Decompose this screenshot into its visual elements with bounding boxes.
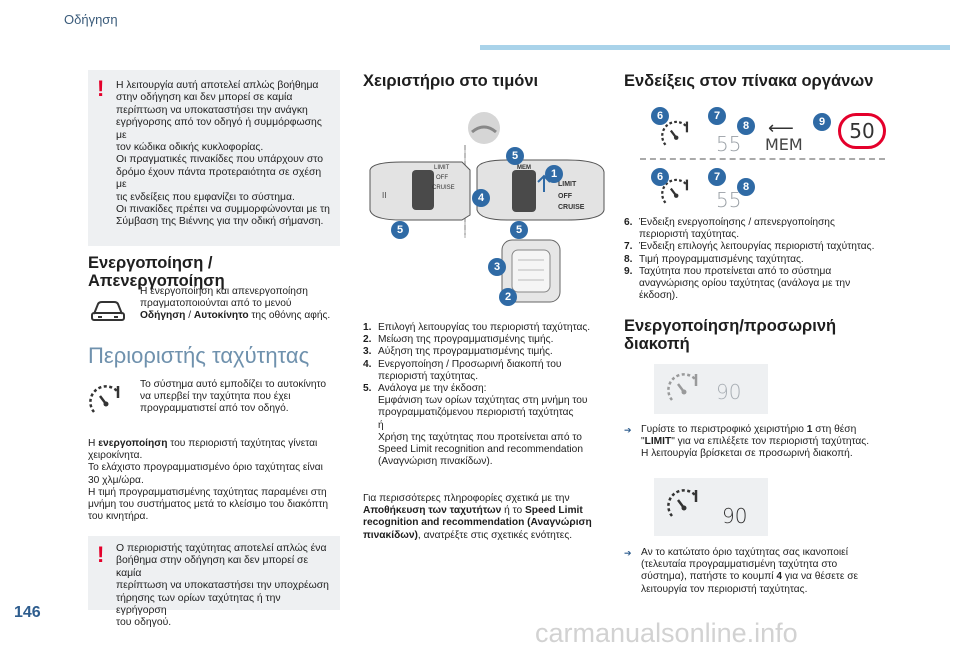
list-item: 7.Ένδειξη επιλογής λειτουργίας περιοριστ… xyxy=(624,241,875,253)
warning-box-limiter: ! Ο περιοριστής ταχύτητας αποτελεί απλώς… xyxy=(88,536,340,628)
limiter-body: Η ενεργοποίηση του περιοριστή ταχύτητας … xyxy=(88,438,329,523)
header-bar xyxy=(480,45,950,50)
warning-line: Οι πινακίδες πρέπει να συμμορφώνονται με… xyxy=(116,204,330,216)
list-item: 8.Τιμή προγραμματισμένης ταχύτητας. xyxy=(624,253,804,265)
pause-heading: Ενεργοποίηση/προσωρινή διακοπή xyxy=(624,317,837,353)
callout-8: 8 xyxy=(737,178,755,196)
callout-9: 9 xyxy=(813,113,831,131)
car-settings-icon xyxy=(91,301,125,321)
bullet-arrow-icon: ➔ xyxy=(624,425,632,435)
dashboard-screen-active: 90 xyxy=(654,478,768,536)
section-header: Οδήγηση xyxy=(64,12,118,27)
mem-label: MEM xyxy=(765,135,803,154)
speed-sign: 50 xyxy=(838,113,886,149)
callout-3: 3 xyxy=(488,258,506,276)
step-2-text: Αν το κατώτατο όριο ταχύτητας σας ικανοπ… xyxy=(641,547,859,595)
warning-line: στην οδήγηση και δεν μπορεί σε καμία xyxy=(116,92,293,104)
programmed-speed: 55 xyxy=(716,132,742,156)
switch-label-off: OFF xyxy=(558,193,573,200)
callout-4: 4 xyxy=(472,189,490,207)
callout-5-top: 5 xyxy=(506,147,524,165)
speed-limiter-icon xyxy=(661,120,689,146)
callout-7: 7 xyxy=(708,168,726,186)
warning-line: Οι πραγματικές πινακίδες που υπάρχουν στ… xyxy=(116,154,324,166)
dashboard-screen-paused: 90 xyxy=(654,364,768,414)
activation-text: Η ενεργοποίηση και απενεργοποίηση πραγμα… xyxy=(140,286,331,322)
warning-line: εγρήγορσης από τον οδηγό ή συμμόρφωσης μ… xyxy=(116,117,322,141)
steering-control-illustration: II LIMIT OFF CRUISE MEM LIMIT OFF CRUISE xyxy=(369,112,605,303)
bullet-arrow-icon: ➔ xyxy=(624,548,632,558)
warning-box-assist: ! Η λειτουργία αυτή αποτελεί απλώς βοήθη… xyxy=(88,70,340,246)
switch-label-limit-left: LIMIT xyxy=(434,165,450,171)
list-item: 1.Επιλογή λειτουργίας του περιοριστή ταχ… xyxy=(363,322,591,333)
indicator-legend-list: 6.Ένδειξη ενεργοποίησης / απενεργοποίηση… xyxy=(624,217,886,302)
menu-vehicle: Αυτοκίνητο xyxy=(193,310,249,322)
warning-line: περίπτωση να υποκαταστήσει την ανάγκη xyxy=(116,104,308,116)
switch-label-cruise-left: CRUISE xyxy=(432,185,455,191)
list-item: 3.Αύξηση της προγραμματισμένης τιμής. xyxy=(363,346,553,358)
svg-text:II: II xyxy=(382,191,386,200)
activation-heading: Ενεργοποίηση / Απενεργοποίηση xyxy=(88,254,225,290)
switch-label-cruise: CRUISE xyxy=(558,204,585,211)
warning-line: Σύμβαση της Βιέννης για την οδική σήμανσ… xyxy=(116,216,324,228)
callout-5-right: 5 xyxy=(510,221,528,239)
speed-limiter-icon xyxy=(661,178,689,204)
screen-speed: 90 xyxy=(716,380,742,404)
callout-8: 8 xyxy=(737,117,755,135)
warning-line: δρόμο έχουν πάντα προτεραιότητα σε σχέση… xyxy=(116,166,322,191)
limiter-heading: Περιοριστής ταχύτητας xyxy=(88,343,310,368)
warning-icon: ! xyxy=(97,76,105,101)
switch-label-off-left: OFF xyxy=(436,175,448,181)
page-number: 146 xyxy=(14,604,41,621)
divider-dashed xyxy=(640,158,885,160)
callout-2: 2 xyxy=(499,288,517,306)
callout-5-left: 5 xyxy=(391,221,409,239)
arrow-left-icon: ⟵ xyxy=(768,118,794,138)
warning-icon: ! xyxy=(97,542,105,567)
switch-label-mem: MEM xyxy=(517,165,531,171)
more-info-text: Για περισσότερες πληροφορίες σχετικά με … xyxy=(363,493,592,541)
list-item: 6.Ένδειξη ενεργοποίησης / απενεργοποίηση… xyxy=(624,217,835,241)
speed-limiter-icon xyxy=(667,373,698,401)
steering-control-heading: Χειριστήριο στο τιμόνι xyxy=(363,72,539,90)
instrument-panel-heading: Ενδείξεις στον πίνακα οργάνων xyxy=(624,72,874,90)
list-item: 2.Μείωση της προγραμματισμένης τιμής. xyxy=(363,334,554,346)
list-item: 9.Ταχύτητα που προτείνεται από το σύστημ… xyxy=(624,265,851,302)
screen-speed: 90 xyxy=(722,504,748,528)
callout-7: 7 xyxy=(708,107,726,125)
speed-limiter-icon xyxy=(89,385,120,413)
limiter-intro: Το σύστημα αυτό εμποδίζει το αυτοκίνητο … xyxy=(140,379,327,415)
warning-line: τις ενδείξεις που εμφανίζει το σύστημα. xyxy=(116,191,295,203)
callout-6: 6 xyxy=(651,168,669,186)
switch-label-limit: LIMIT xyxy=(558,181,577,188)
callout-6: 6 xyxy=(651,107,669,125)
callout-1: 1 xyxy=(545,165,563,183)
watermark: carmanualsonline.info xyxy=(535,618,798,648)
control-legend-list: 1.Επιλογή λειτουργίας του περιοριστή ταχ… xyxy=(363,322,618,468)
speed-limiter-icon xyxy=(667,489,698,517)
programmed-speed: 55 xyxy=(716,188,742,212)
warning-line: Η λειτουργία αυτή αποτελεί απλώς βοήθημα xyxy=(116,80,319,91)
list-item: 5. Ανάλογα με την έκδοση: Εμφάνιση των ο… xyxy=(363,383,588,468)
step-1-text: Γυρίστε το περιστροφικό χειριστήριο 1 στ… xyxy=(641,424,870,460)
menu-driving: Οδήγηση xyxy=(140,310,186,322)
warning-line: τον κώδικα οδικής κυκλοφορίας. xyxy=(116,142,264,154)
